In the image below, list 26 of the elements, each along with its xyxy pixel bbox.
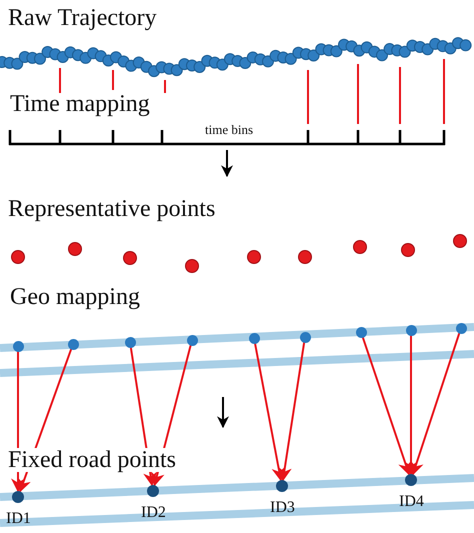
- section-heading: Time mapping: [10, 92, 150, 116]
- axis-label: time bins: [205, 123, 254, 136]
- road-point: [12, 491, 24, 503]
- arrow: [404, 336, 418, 476]
- geo-point: [456, 322, 466, 334]
- geo-point: [12, 340, 24, 352]
- arrow: [278, 342, 306, 482]
- section-heading: Representative points: [8, 197, 216, 221]
- road-point: [147, 485, 159, 497]
- road-point: [276, 480, 288, 492]
- geo-point: [124, 336, 136, 348]
- arrow: [362, 336, 412, 476]
- arrow: [254, 343, 286, 482]
- arrow: [410, 332, 460, 476]
- geo-point: [186, 334, 198, 346]
- point-id-label: ID3: [270, 500, 295, 516]
- geo-point: [68, 338, 78, 350]
- section-heading: Geo mapping: [10, 285, 140, 309]
- geo-point: [356, 326, 366, 338]
- section-heading: Fixed road points: [8, 448, 176, 472]
- point-id-label: ID2: [141, 505, 166, 521]
- point-id-label: ID4: [399, 494, 424, 510]
- road-point: [405, 474, 417, 486]
- point-id-label: ID1: [6, 511, 31, 527]
- section-heading: Raw Trajectory: [8, 6, 157, 30]
- geo-point: [406, 324, 416, 336]
